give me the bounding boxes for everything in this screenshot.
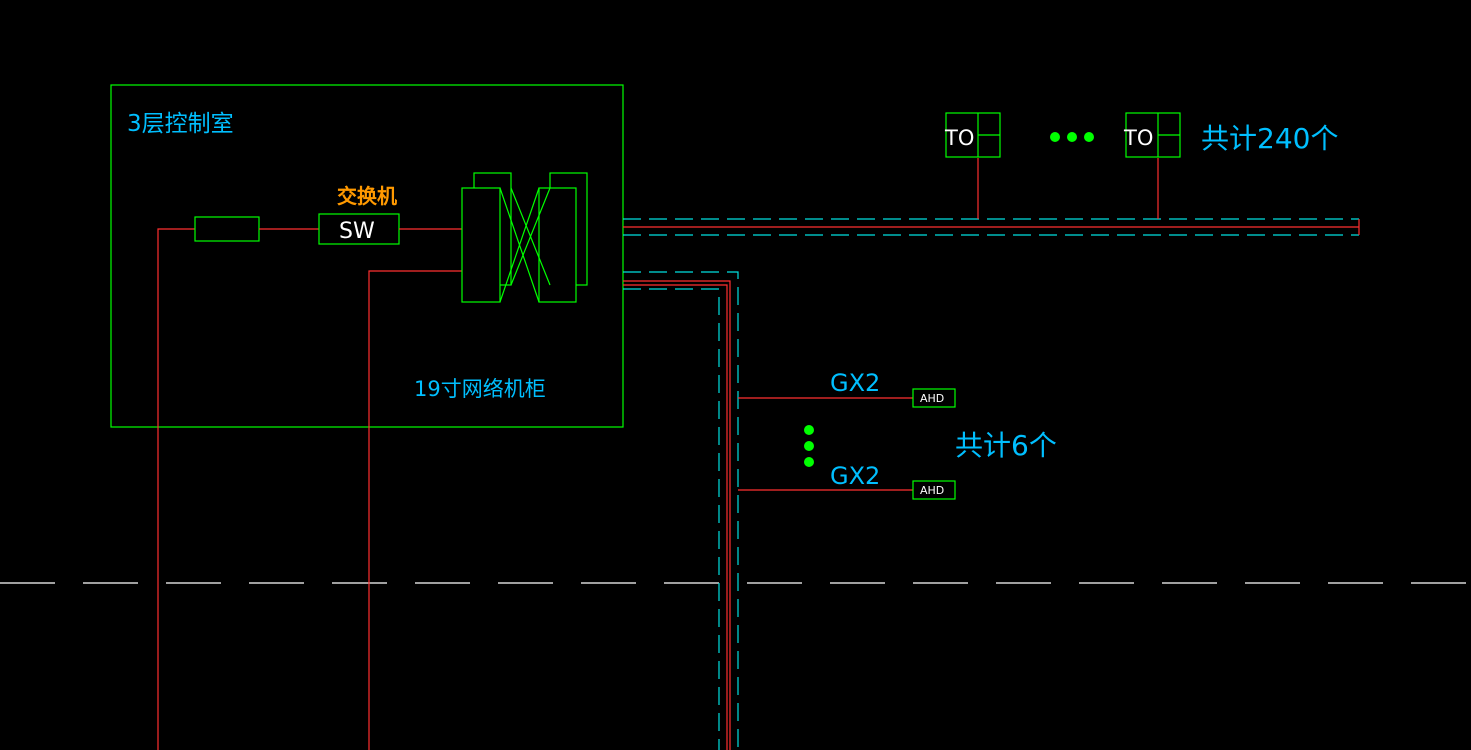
camera-device-2-label: AHD bbox=[920, 484, 944, 497]
control-room-frame bbox=[110, 84, 624, 428]
outlet-ellipsis-dot-1 bbox=[1050, 132, 1060, 142]
riser-wire-inner bbox=[623, 284, 728, 750]
patch-panel-right-front bbox=[538, 187, 577, 303]
camera-cable-1-label: GX2 bbox=[830, 369, 880, 397]
riser-wire-outer bbox=[623, 280, 731, 750]
outlet-count-text: 共计240个 bbox=[1201, 122, 1338, 155]
outlet-ellipsis-dot-2 bbox=[1067, 132, 1077, 142]
outlet-1-label: TO bbox=[944, 126, 974, 150]
camera-ellipsis-dot-2 bbox=[804, 441, 814, 451]
cross-connect-4 bbox=[510, 187, 551, 286]
outlet-ellipsis-dot-3 bbox=[1084, 132, 1094, 142]
control-room-title: 3层控制室 bbox=[127, 111, 234, 137]
camera-device-1-label: AHD bbox=[920, 392, 944, 405]
switch-caption: 交换机 bbox=[337, 184, 397, 208]
camera-cable-2-label: GX2 bbox=[830, 462, 880, 490]
riser-conduit-outer bbox=[623, 271, 739, 750]
outlet-1 bbox=[945, 112, 1001, 158]
downlink-wire-2 bbox=[368, 270, 462, 750]
switch-label: SW bbox=[339, 219, 375, 244]
camera-ellipsis-dot-1 bbox=[804, 425, 814, 435]
patch-panel-group bbox=[461, 172, 588, 303]
cabinet-caption: 19寸网络机柜 bbox=[414, 377, 546, 401]
camera-device-1 bbox=[912, 388, 956, 408]
patch-module bbox=[194, 216, 260, 242]
camera-ellipsis-dot-3 bbox=[804, 457, 814, 467]
camera-device-2 bbox=[912, 480, 956, 500]
camera-count-text: 共计6个 bbox=[955, 429, 1057, 462]
outlet-2 bbox=[1125, 112, 1181, 158]
outlet-2-label: TO bbox=[1123, 126, 1153, 150]
patch-panel-left-front bbox=[461, 187, 501, 303]
riser-conduit-inner bbox=[623, 288, 720, 750]
cross-connect-2 bbox=[499, 187, 540, 303]
downlink-wire-1 bbox=[157, 228, 195, 750]
